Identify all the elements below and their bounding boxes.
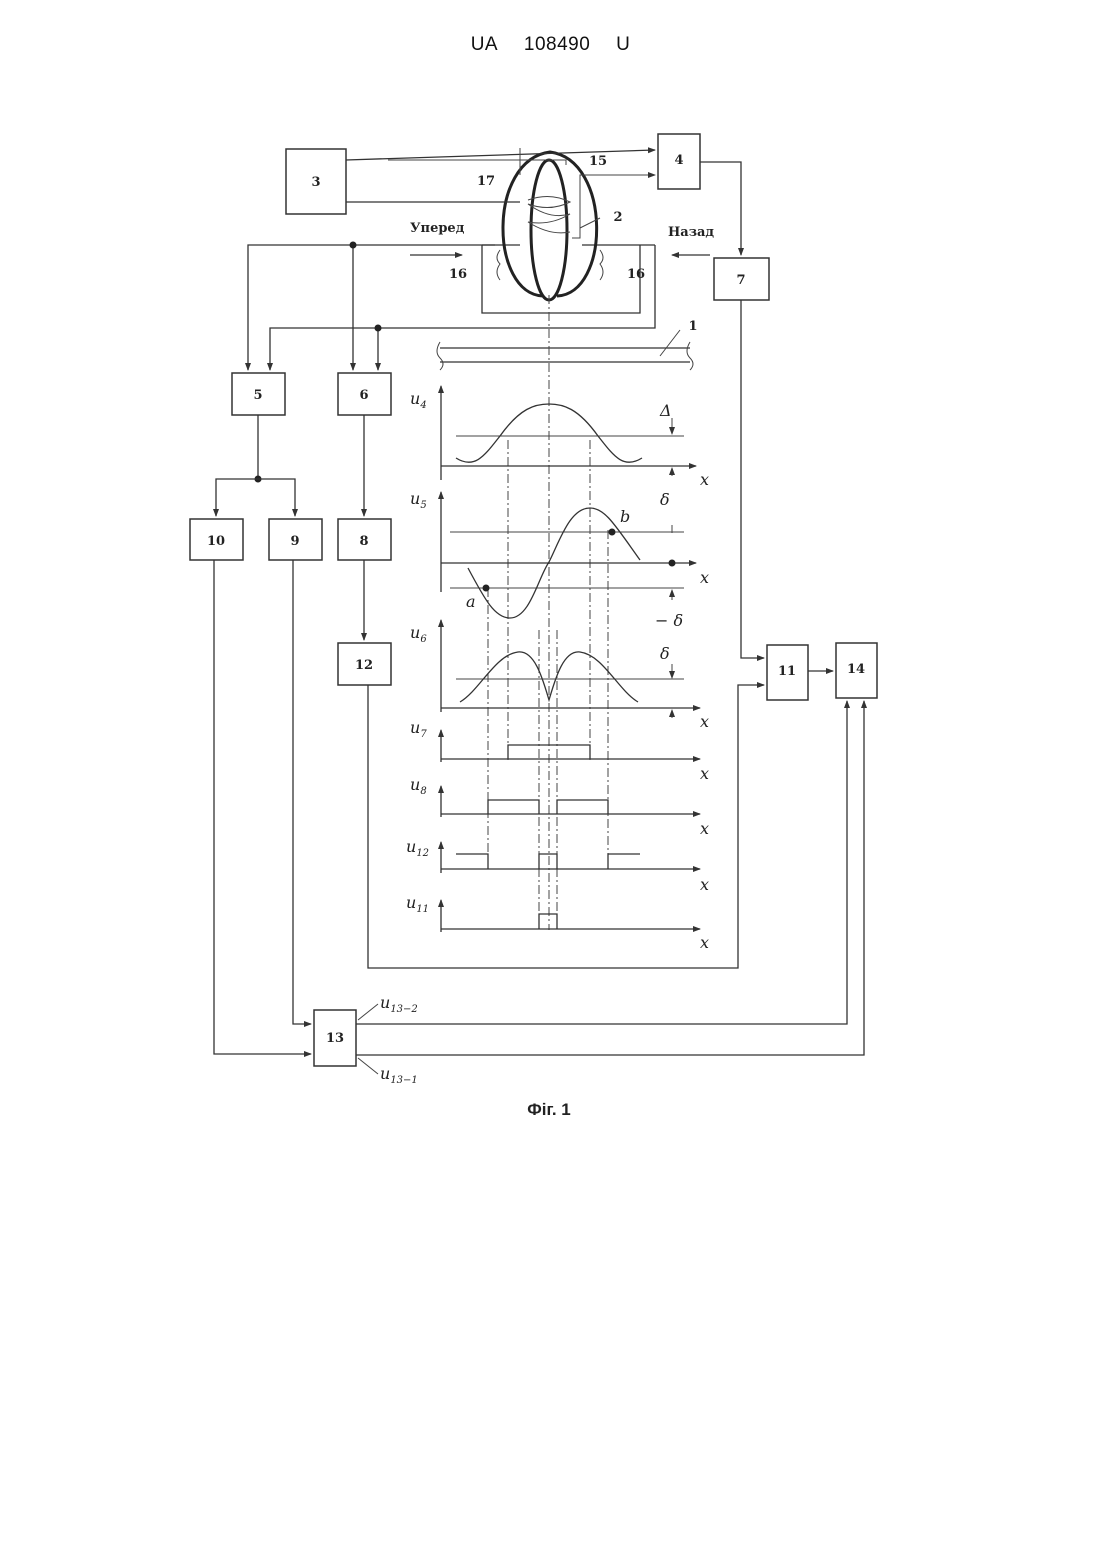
block-7: 7	[714, 258, 769, 300]
axis-x-u5: x	[700, 568, 709, 587]
label-point-b: b	[620, 507, 630, 526]
block-14: 14	[836, 643, 877, 698]
label-u11: u11	[406, 893, 429, 915]
axis-x-u7: x	[700, 764, 709, 783]
block-3: 3	[286, 149, 346, 214]
block-6: 6	[338, 373, 391, 415]
axis-x-u4: x	[700, 470, 709, 489]
label-coil-15: 15	[589, 154, 607, 169]
axis-x-u8: x	[700, 819, 709, 838]
svg-text:7: 7	[736, 273, 745, 288]
axis-x-u6: x	[700, 712, 709, 731]
block-11: 11	[767, 645, 808, 700]
block-8: 8	[338, 519, 391, 560]
graph-labels: u4 u5 u6 u7 u8 u12 u11 u13−2 u13−1 x x x…	[380, 389, 709, 1086]
svg-text:9: 9	[290, 534, 299, 549]
label-rail-1: 1	[688, 319, 697, 334]
svg-text:10: 10	[207, 534, 225, 549]
label-backward: Назад	[668, 225, 714, 240]
figure-caption: Фіг. 1	[527, 1100, 571, 1119]
block-12: 12	[338, 643, 391, 685]
label-u13-1: u13−1	[380, 1064, 418, 1086]
label-u13-2: u13−2	[380, 993, 418, 1015]
svg-text:3: 3	[311, 175, 320, 190]
label-coil-16-left: 16	[449, 267, 467, 282]
label-point-a: a	[466, 592, 476, 611]
label-u5: u5	[410, 489, 427, 511]
svg-text:11: 11	[778, 664, 796, 679]
svg-text:4: 4	[674, 153, 683, 168]
label-u6: u6	[410, 623, 427, 645]
svg-text:13: 13	[326, 1031, 344, 1046]
block-4: 4	[658, 134, 700, 189]
label-u4: u4	[410, 389, 427, 411]
svg-text:5: 5	[253, 388, 262, 403]
label-u8: u8	[410, 775, 427, 797]
label-u12: u12	[406, 837, 429, 859]
label-delta-u5: δ	[660, 490, 670, 509]
svg-text:14: 14	[847, 662, 865, 677]
label-coil-17: 17	[477, 174, 495, 189]
label-coil-16-right: 16	[627, 267, 645, 282]
axis-x-u11: x	[700, 933, 709, 952]
axis-x-u12: x	[700, 875, 709, 894]
svg-text:6: 6	[359, 388, 368, 403]
block-5: 5	[232, 373, 285, 415]
label-delta-upper: Δ	[659, 401, 672, 420]
block-10: 10	[190, 519, 243, 560]
block-13: 13	[314, 1010, 356, 1066]
label-forward: Уперед	[410, 221, 465, 236]
label-delta-u6: δ	[660, 644, 670, 663]
svg-text:12: 12	[355, 658, 373, 673]
svg-text:8: 8	[359, 534, 368, 549]
label-sensor-2: 2	[613, 210, 622, 225]
label-minus-delta: − δ	[655, 611, 683, 630]
label-u7: u7	[410, 718, 427, 740]
block-9: 9	[269, 519, 322, 560]
